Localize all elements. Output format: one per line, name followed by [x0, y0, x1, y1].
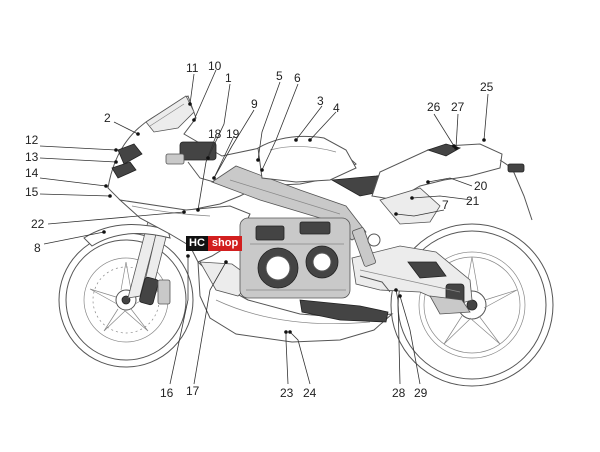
callout-9: 9	[251, 97, 258, 111]
callout-28: 28	[392, 386, 406, 400]
callout-10: 10	[208, 59, 222, 73]
callout-12: 12	[25, 133, 39, 147]
callout-7: 7	[442, 198, 449, 212]
front-fender	[83, 224, 171, 247]
callout-27: 27	[451, 100, 465, 114]
callout-23: 23	[280, 386, 294, 400]
callout-4: 4	[333, 101, 340, 115]
front-wheel	[58, 232, 194, 368]
engine	[239, 217, 389, 323]
callout-11: 11	[186, 61, 199, 75]
callout-29: 29	[414, 386, 428, 400]
callout-24: 24	[303, 386, 317, 400]
leader-dots	[102, 102, 486, 334]
callout-6: 6	[294, 71, 301, 85]
logo-shop-text: shop	[207, 236, 243, 251]
swingarm	[351, 245, 473, 315]
callout-5: 5	[276, 69, 283, 83]
callout-15: 15	[25, 185, 39, 199]
motorcycle-body	[107, 95, 533, 343]
rear-shock	[352, 227, 391, 293]
callout-26: 26	[427, 100, 441, 114]
callout-25: 25	[480, 80, 494, 94]
callout-14: 14	[25, 166, 39, 180]
callout-21: 21	[466, 194, 480, 208]
leader-lines	[39, 69, 489, 385]
callout-2: 2	[104, 111, 111, 125]
callout-17: 17	[186, 384, 200, 398]
logo-hc-text: HC	[186, 236, 208, 251]
callout-1: 1	[225, 71, 232, 85]
callout-labels: 1 2 3 4 5 6 7 8 9 10 11 12 13 14 15 16 1…	[25, 59, 494, 400]
callout-20: 20	[474, 179, 488, 193]
callout-3: 3	[317, 94, 324, 108]
callout-13: 13	[25, 150, 39, 164]
hcshop-logo: HC shop	[186, 236, 243, 251]
callout-8: 8	[34, 241, 41, 255]
callout-19: 19	[226, 127, 240, 141]
callout-16: 16	[160, 386, 174, 400]
callout-22: 22	[31, 217, 45, 231]
handlebar	[165, 141, 217, 183]
callout-18: 18	[208, 127, 222, 141]
